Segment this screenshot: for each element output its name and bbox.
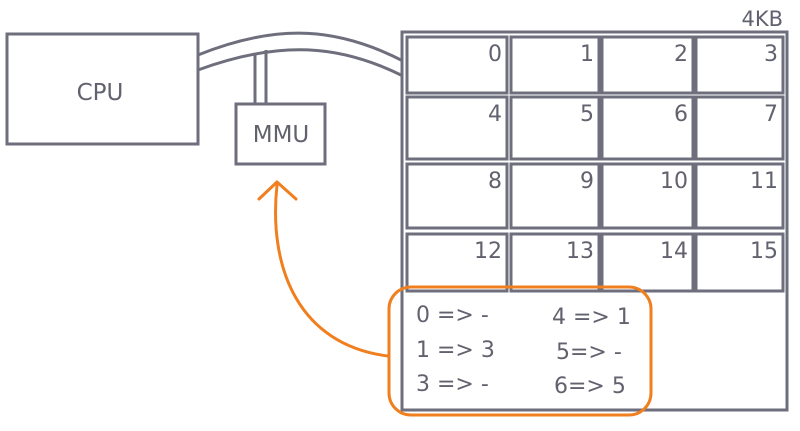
memory-frame — [405, 95, 509, 161]
frame-number: 11 — [750, 169, 778, 194]
memory-frame — [694, 162, 785, 230]
frame-number: 3 — [764, 42, 778, 67]
mmu-box: MMU — [234, 102, 327, 166]
memory-frame — [600, 232, 695, 293]
frame-number: 0 — [488, 42, 502, 67]
frame-number: 7 — [764, 102, 778, 127]
frame-number: 8 — [488, 169, 502, 194]
memory-frame — [694, 232, 785, 293]
frame-number: 6 — [674, 102, 688, 127]
page-table-entry: 5=> - — [556, 340, 622, 365]
memory-frame — [509, 232, 601, 293]
frame-number: 14 — [660, 239, 688, 264]
mmu-label: MMU — [253, 122, 310, 148]
page-table-entry: 3 => - — [416, 372, 489, 397]
system-bus — [197, 31, 406, 104]
memory-frame — [509, 162, 601, 230]
frame-number: 4 — [488, 102, 502, 127]
memory-frame — [405, 232, 509, 293]
frame-number: 15 — [750, 239, 778, 264]
page-table: 0 => - 4 => 1 1 => 3 5=> - 3 => - 6=> 5 — [387, 285, 653, 417]
memory-frame — [600, 162, 695, 230]
memory-frame — [509, 95, 601, 161]
frame-number: 13 — [566, 239, 594, 264]
memory-frame — [694, 35, 785, 95]
page-table-entry: 4 => 1 — [552, 305, 631, 330]
memory-frame — [509, 35, 601, 95]
frame-number: 12 — [474, 239, 502, 264]
frame-number: 10 — [660, 169, 688, 194]
frame-number: 5 — [580, 102, 594, 127]
cpu-box: CPU — [5, 32, 200, 146]
memory-frame — [405, 35, 509, 95]
memory-frame — [405, 162, 509, 230]
curved-arrow-icon — [257, 180, 390, 358]
page-table-entry: 1 => 3 — [416, 338, 495, 363]
cpu-label: CPU — [77, 80, 124, 106]
memory-frame — [600, 95, 695, 161]
memory-frame — [694, 95, 785, 161]
page-table-entry: 6=> 5 — [554, 374, 626, 399]
memory-frame — [600, 35, 695, 95]
frame-number: 9 — [580, 169, 594, 194]
memory-size-label: 4KB — [741, 7, 783, 31]
frame-number: 1 — [580, 42, 594, 67]
frame-number: 2 — [674, 42, 688, 67]
page-table-entry: 0 => - — [416, 303, 489, 328]
